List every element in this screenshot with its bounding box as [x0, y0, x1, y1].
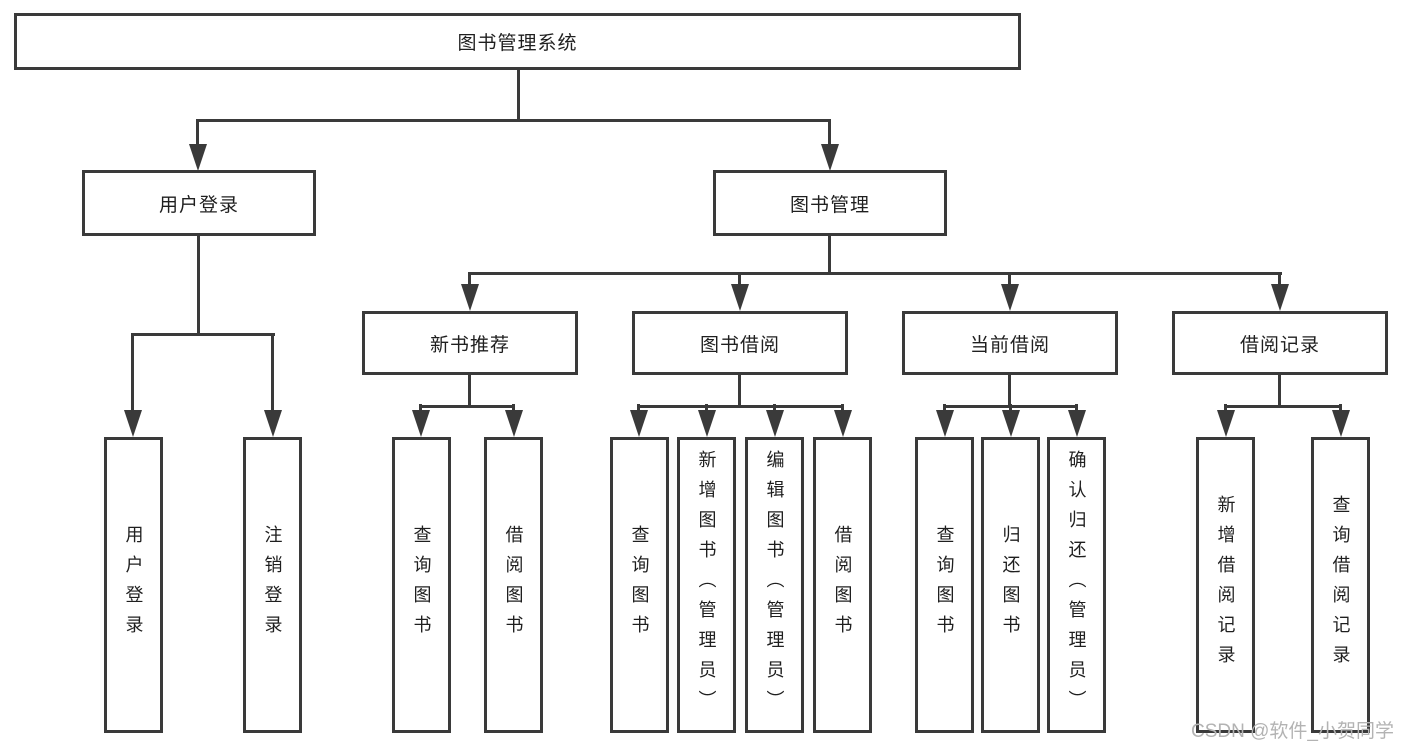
node-book-borrow-label: 图书借阅: [699, 334, 780, 356]
leaf-user-login: 用户登录: [104, 437, 163, 733]
connector-leaf-stem: [1009, 404, 1012, 413]
leaf-query-books-current: 查询图书: [915, 437, 974, 733]
connector-leaf-stem: [1075, 404, 1078, 413]
leaf-query-books-recommend: 查询图书: [392, 437, 451, 733]
connector-to-leaf-user-login: [131, 333, 134, 412]
leaf-add-book-admin: 新增图书（管理员）: [677, 437, 736, 733]
connector-to-borrow-records: [1278, 272, 1281, 286]
arrowhead-down-icon: [189, 144, 207, 171]
arrowhead-down-icon: [124, 410, 142, 437]
node-root: 图书管理系统: [14, 13, 1021, 70]
connector-leaf-stem: [419, 404, 422, 413]
node-user-login: 用户登录: [82, 170, 316, 236]
arrowhead-down-icon: [834, 410, 852, 437]
arrowhead-down-icon: [412, 410, 430, 437]
watermark: CSDN @软件_小贺同学: [1191, 721, 1394, 742]
connector-to-book-management: [828, 119, 831, 146]
arrowhead-down-icon: [461, 284, 479, 311]
connector-current-borrow-stem: [1008, 374, 1011, 406]
connector-to-user-login: [196, 119, 199, 146]
leaf-query-borrow-record-label: 查询借阅记录: [1330, 495, 1351, 675]
leaf-add-book-admin-label: 新增图书（管理员）: [696, 450, 717, 720]
connector-leaf-stem: [1224, 404, 1227, 413]
connector-leaf-stem: [512, 404, 515, 413]
node-user-login-label: 用户登录: [158, 194, 239, 216]
node-current-borrow: 当前借阅: [902, 311, 1118, 375]
arrowhead-down-icon: [821, 144, 839, 171]
leaf-query-books-current-label: 查询图书: [934, 525, 955, 645]
leaf-borrow-books-recommend-label: 借阅图书: [503, 525, 524, 645]
connector-book-management-horizontal: [469, 272, 1282, 275]
arrowhead-down-icon: [731, 284, 749, 311]
connector-leaf-stem: [943, 404, 946, 413]
connector-to-current-borrow: [1008, 272, 1011, 286]
connector-recommend-horizontal: [420, 405, 515, 408]
arrowhead-down-icon: [630, 410, 648, 437]
connector-leaf-stem: [773, 404, 776, 413]
connector-to-leaf-logout: [271, 333, 274, 412]
connector-root-horizontal: [196, 119, 831, 122]
node-book-borrow: 图书借阅: [632, 311, 848, 375]
node-book-management-label: 图书管理: [789, 194, 870, 216]
connector-user-login-horizontal: [131, 333, 275, 336]
node-borrow-records-label: 借阅记录: [1239, 334, 1320, 356]
connector-book-borrow-stem: [738, 374, 741, 406]
leaf-confirm-return-admin: 确认归还（管理员）: [1047, 437, 1106, 733]
node-current-borrow-label: 当前借阅: [969, 334, 1050, 356]
arrowhead-down-icon: [1068, 410, 1086, 437]
connector-leaf-stem: [841, 404, 844, 413]
leaf-query-borrow-record: 查询借阅记录: [1311, 437, 1370, 733]
leaf-confirm-return-admin-label: 确认归还（管理员）: [1066, 450, 1087, 720]
arrowhead-down-icon: [1002, 410, 1020, 437]
connector-book-borrow-horizontal: [638, 405, 844, 408]
leaf-query-books-borrow: 查询图书: [610, 437, 669, 733]
leaf-return-book: 归还图书: [981, 437, 1040, 733]
leaf-query-books-recommend-label: 查询图书: [411, 525, 432, 645]
arrowhead-down-icon: [264, 410, 282, 437]
leaf-logout-login: 注销登录: [243, 437, 302, 733]
connector-recommend-stem: [468, 374, 471, 406]
node-book-management: 图书管理: [713, 170, 947, 236]
leaf-edit-book-admin-label: 编辑图书（管理员）: [764, 450, 785, 720]
arrowhead-down-icon: [1217, 410, 1235, 437]
connector-borrow-records-stem: [1278, 374, 1281, 406]
node-new-book-recommend-label: 新书推荐: [429, 334, 510, 356]
connector-leaf-stem: [1339, 404, 1342, 413]
leaf-add-borrow-record: 新增借阅记录: [1196, 437, 1255, 733]
leaf-user-login-label: 用户登录: [123, 525, 144, 645]
leaf-borrow-books-recommend: 借阅图书: [484, 437, 543, 733]
connector-user-login-stem: [197, 235, 200, 335]
leaf-borrow-books-2: 借阅图书: [813, 437, 872, 733]
node-borrow-records: 借阅记录: [1172, 311, 1388, 375]
leaf-add-borrow-record-label: 新增借阅记录: [1215, 495, 1236, 675]
connector-leaf-stem: [705, 404, 708, 413]
arrowhead-down-icon: [1001, 284, 1019, 311]
connector-leaf-stem: [637, 404, 640, 413]
arrowhead-down-icon: [766, 410, 784, 437]
arrowhead-down-icon: [698, 410, 716, 437]
leaf-edit-book-admin: 编辑图书（管理员）: [745, 437, 804, 733]
leaf-borrow-books-2-label: 借阅图书: [832, 525, 853, 645]
arrowhead-down-icon: [1332, 410, 1350, 437]
arrowhead-down-icon: [505, 410, 523, 437]
node-new-book-recommend: 新书推荐: [362, 311, 578, 375]
connector-book-management-stem: [828, 235, 831, 274]
leaf-logout-login-label: 注销登录: [262, 525, 283, 645]
arrowhead-down-icon: [936, 410, 954, 437]
connector-root-stem: [517, 70, 520, 121]
leaf-return-book-label: 归还图书: [1000, 525, 1021, 645]
leaf-query-books-borrow-label: 查询图书: [629, 525, 650, 645]
arrowhead-down-icon: [1271, 284, 1289, 311]
connector-to-new-book-recommend: [468, 272, 471, 286]
connector-to-book-borrow: [738, 272, 741, 286]
node-root-label: 图书管理系统: [457, 33, 578, 54]
connector-borrow-records-horizontal: [1225, 405, 1342, 408]
